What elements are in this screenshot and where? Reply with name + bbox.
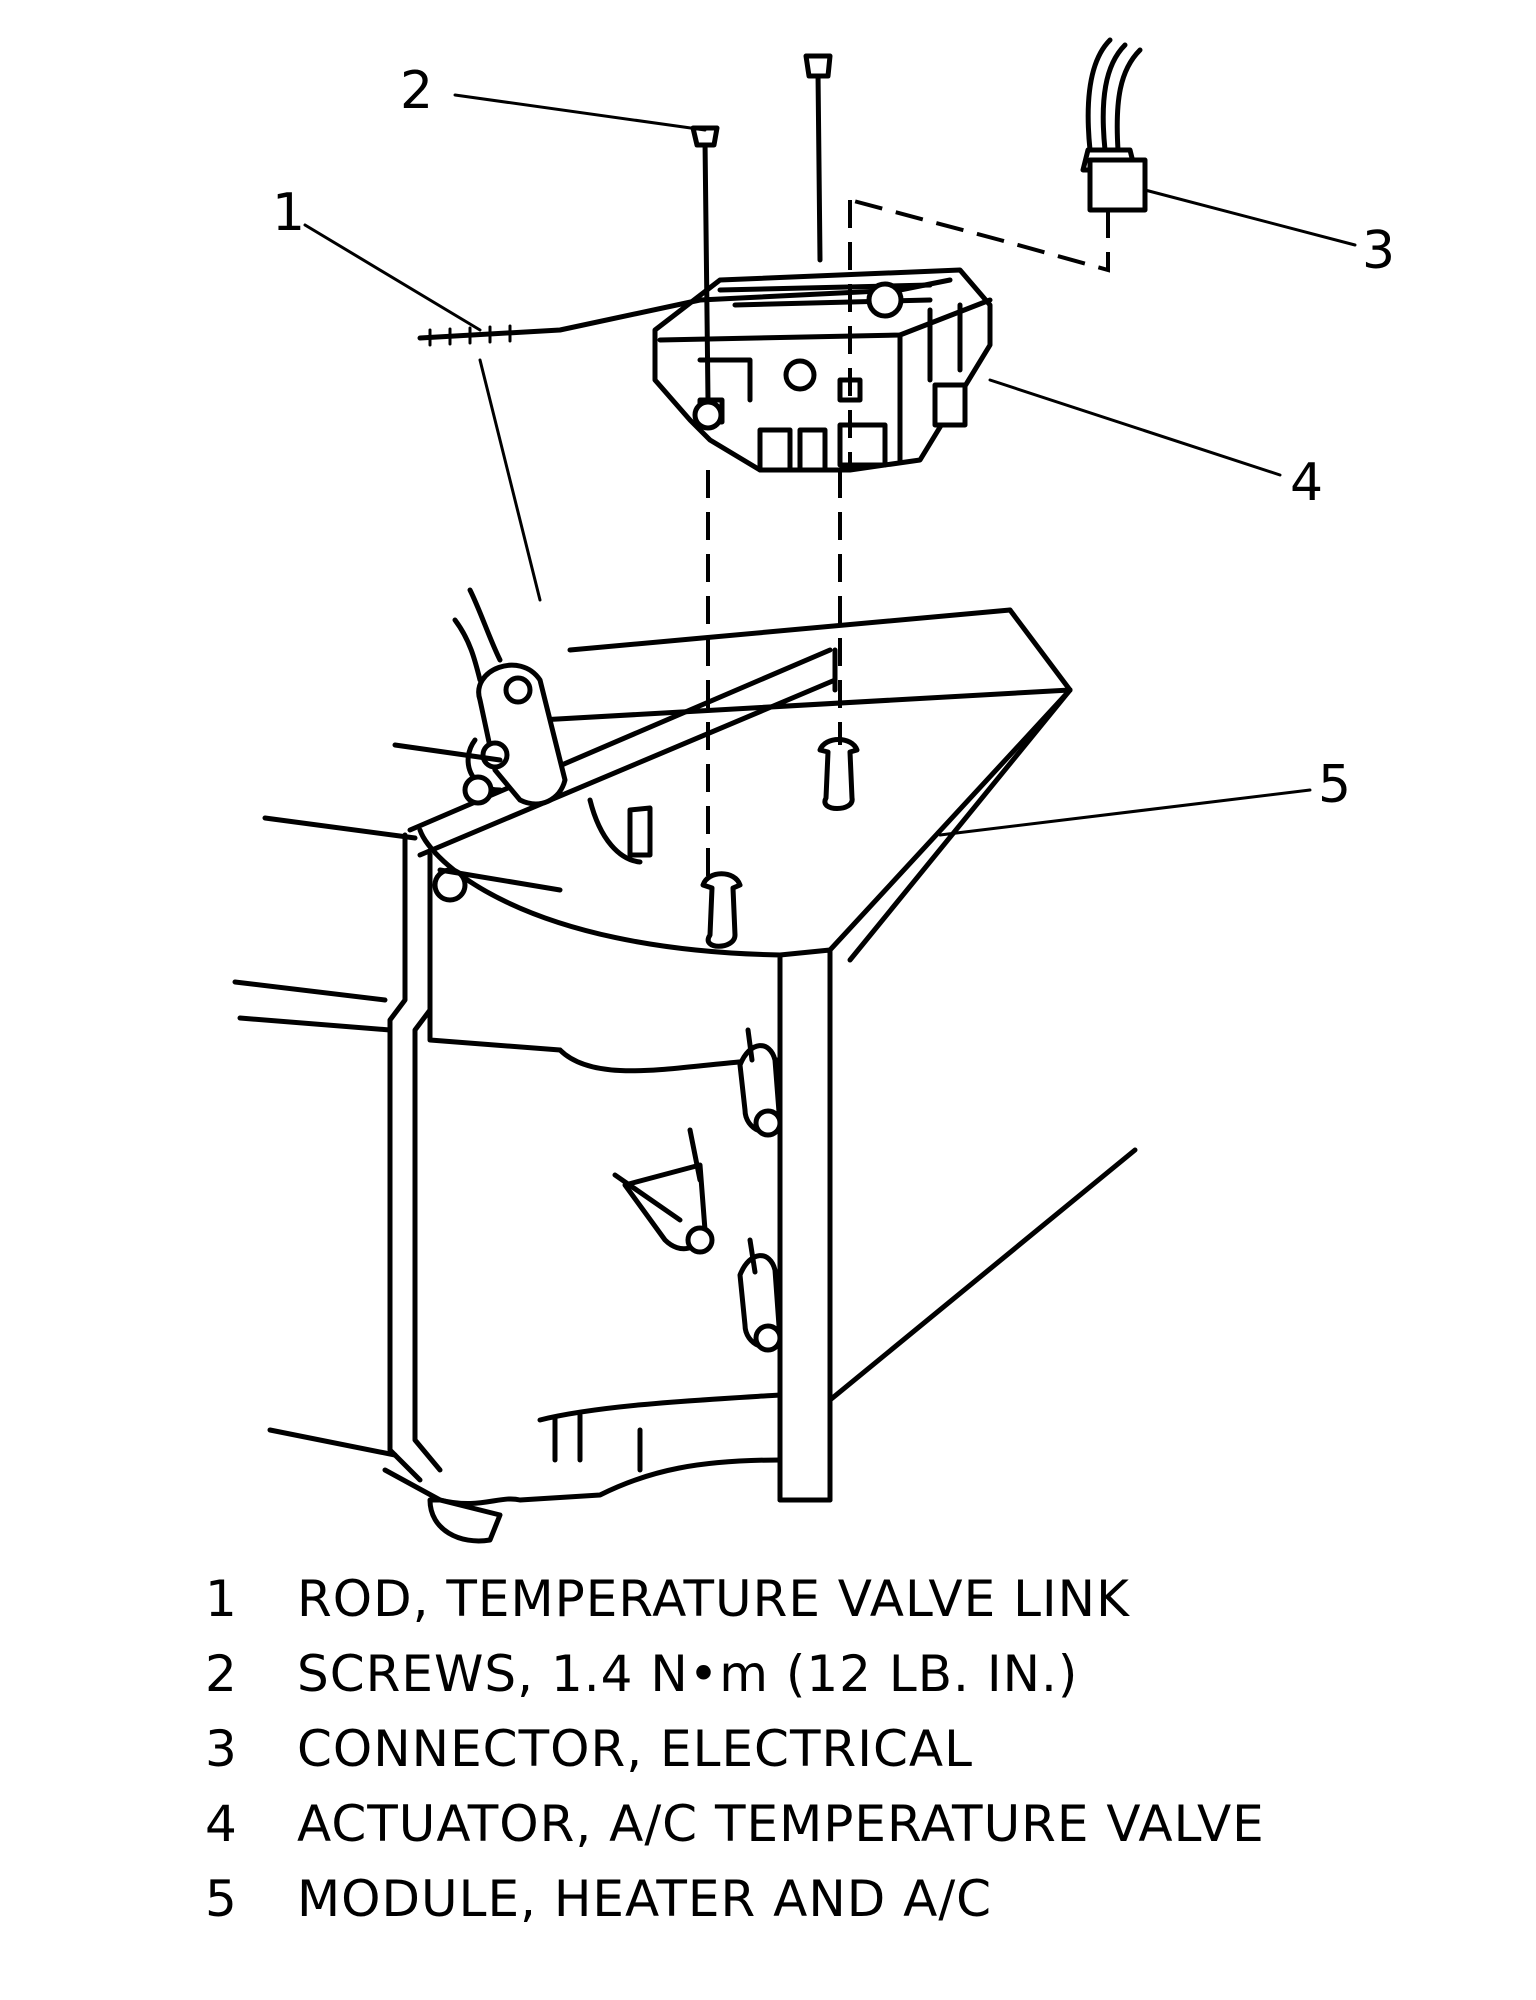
legend-item: 1 ROD, TEMPERATURE VALVE LINK [205, 1570, 1355, 1645]
heater-ac-module [232, 607, 1138, 1544]
legend-number: 4 [205, 1795, 238, 1853]
electrical-connector [849, 37, 1148, 273]
callout-5: 5 [1318, 755, 1351, 815]
legend-number: 1 [205, 1570, 238, 1628]
legend-item: 3 CONNECTOR, ELECTRICAL [205, 1720, 1355, 1795]
exploded-view-diagram: 1 2 3 4 5 [232, 37, 1395, 1544]
front-panel-door-levers [612, 1027, 783, 1353]
legend-item: 2 SCREWS, 1.4 N•m (12 LB. IN.) [205, 1645, 1355, 1720]
callout-4: 4 [1290, 453, 1323, 513]
temperature-valve-link-rod [417, 297, 703, 347]
legend-label: CONNECTOR, ELECTRICAL [297, 1720, 973, 1778]
callout-1: 1 [272, 183, 305, 243]
legend-label: ROD, TEMPERATURE VALVE LINK [297, 1570, 1130, 1628]
legend-label: SCREWS, 1.4 N•m (12 LB. IN.) [297, 1645, 1079, 1703]
parts-legend: 1 ROD, TEMPERATURE VALVE LINK 2 SCREWS, … [205, 1570, 1355, 1945]
legend-item: 4 ACTUATOR, A/C TEMPERATURE VALVE [205, 1795, 1355, 1870]
callout-2: 2 [400, 61, 433, 121]
legend-label: MODULE, HEATER AND A/C [297, 1870, 993, 1928]
temperature-valve-actuator [652, 267, 993, 473]
legend-label: ACTUATOR, A/C TEMPERATURE VALVE [297, 1795, 1265, 1853]
legend-number: 3 [205, 1720, 238, 1778]
callout-3: 3 [1362, 221, 1395, 281]
temperature-valve-link-lever [387, 587, 838, 1483]
legend-number: 5 [205, 1870, 238, 1928]
callout-leaders [303, 93, 1357, 837]
legend-item: 5 MODULE, HEATER AND A/C [205, 1870, 1355, 1945]
actuator-screws [690, 53, 852, 880]
mounting-posts [700, 737, 860, 949]
legend-number: 2 [205, 1645, 238, 1703]
